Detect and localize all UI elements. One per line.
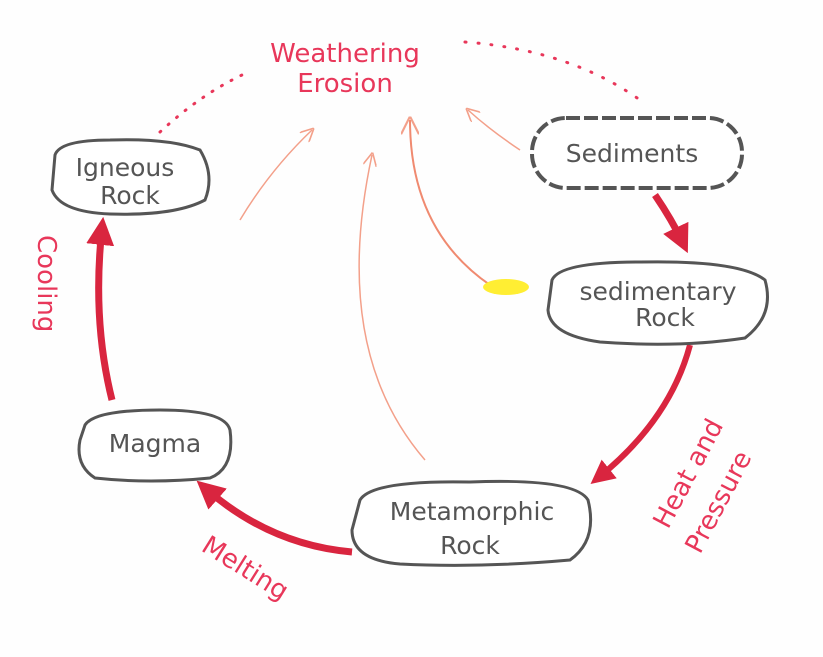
igneous-label-1: Igneous xyxy=(76,153,175,182)
sedimentary-label-2: Rock xyxy=(635,303,695,332)
node-metamorphic-rock: Metamorphic Rock xyxy=(350,479,593,567)
metamorphic-label-2: Rock xyxy=(440,531,500,560)
sediments-label: Sediments xyxy=(566,139,698,168)
thin-arrow-3 xyxy=(410,120,491,286)
yellow-highlight xyxy=(483,279,529,295)
node-sediments: Sediments xyxy=(530,116,744,190)
magma-label: Magma xyxy=(109,429,201,458)
arrow-sedimentary-to-metamorphic xyxy=(590,344,693,485)
arrow-sediments-to-sedimentary xyxy=(652,193,689,254)
dotted-line-left xyxy=(158,73,244,134)
sedimentary-label-1: sedimentary xyxy=(580,277,737,306)
igneous-label-2: Rock xyxy=(100,181,160,210)
arrow-magma-to-igneous xyxy=(86,216,116,401)
node-magma: Magma xyxy=(77,408,233,483)
node-igneous-rock: Igneous Rock xyxy=(50,138,211,216)
erosion-label: Erosion xyxy=(297,69,393,99)
thin-arrow-2 xyxy=(358,155,426,461)
thin-arrow-1 xyxy=(239,130,312,221)
thin-arrow-4 xyxy=(468,110,521,151)
weathering-label: Weathering xyxy=(270,39,420,69)
cooling-label: Cooling xyxy=(31,235,61,332)
node-sedimentary-rock: sedimentary Rock xyxy=(546,260,769,346)
metamorphic-label-1: Metamorphic xyxy=(390,497,554,526)
melting-label: Melting xyxy=(196,530,293,606)
arrow-metamorphic-to-magma xyxy=(196,480,353,556)
dotted-line-right xyxy=(463,40,642,102)
